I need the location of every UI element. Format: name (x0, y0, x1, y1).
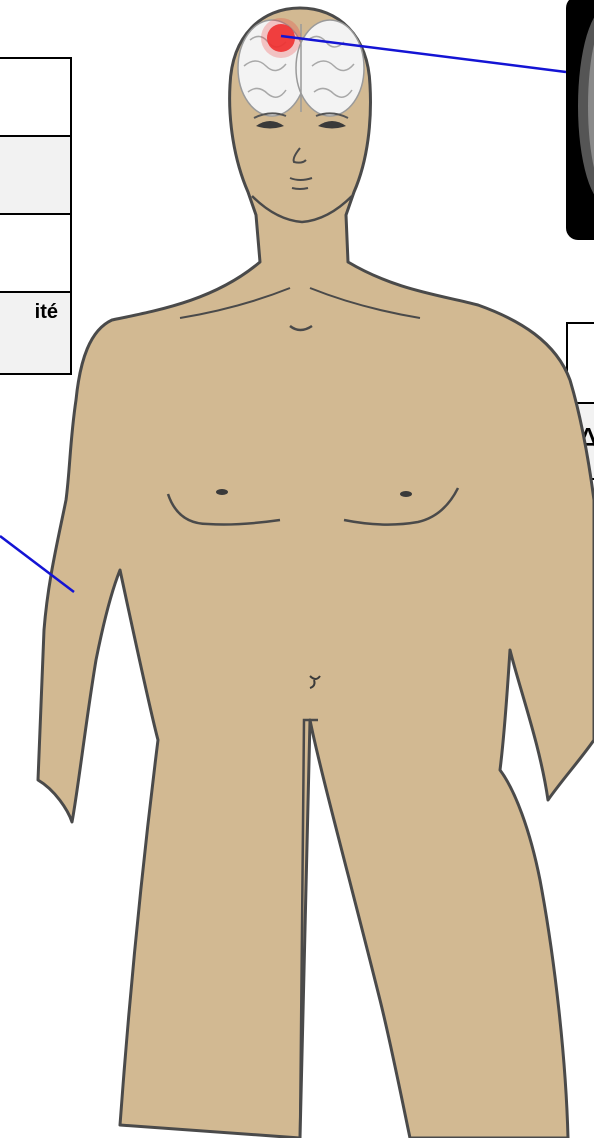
nipple-right (400, 491, 412, 497)
body-silhouette (38, 8, 594, 1138)
nipple-left (216, 489, 228, 495)
brain-icon (238, 20, 364, 116)
